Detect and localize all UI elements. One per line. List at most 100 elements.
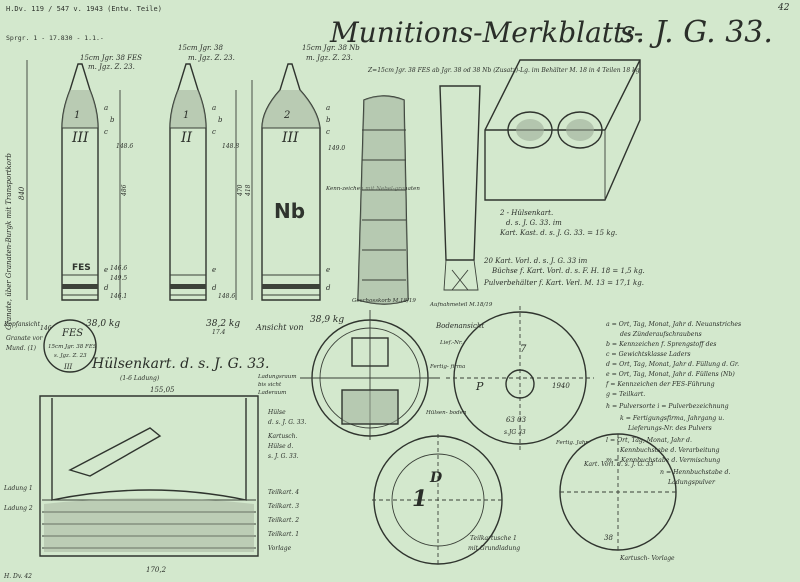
svg-text:a: a — [326, 104, 330, 112]
svg-text:148.6: 148.6 — [218, 293, 235, 300]
svg-text:148.6: 148.6 — [116, 143, 133, 150]
svg-text:486: 486 — [121, 184, 128, 197]
svg-text:g = Teilkart.: g = Teilkart. — [606, 391, 645, 398]
ref-second: Sprgr. 1 - 17.830 - 1.1.- — [6, 34, 104, 42]
svg-text:Ladungspulver: Ladungspulver — [667, 479, 716, 486]
ansicht-rect — [351, 337, 389, 367]
svg-text:Kennbuchstabe d. Verarbeitung: Kennbuchstabe d. Verarbeitung — [619, 447, 720, 454]
svg-text:f = Kennzeichen der FES-Führun: f = Kennzeichen der FES-Führung — [605, 381, 715, 388]
svg-text:d: d — [326, 284, 331, 292]
svg-text:Lieferungs-Nr. des Pulvers: Lieferungs-Nr. des Pulvers — [627, 425, 712, 432]
svg-text:Laderaum: Laderaum — [257, 390, 286, 396]
svg-text:l = Ort, Tag, Monat, Jahr d.: l = Ort, Tag, Monat, Jahr d. — [606, 437, 692, 444]
svg-text:b: b — [218, 116, 223, 124]
svg-text:b: b — [326, 116, 331, 124]
svg-text:148.8: 148.8 — [222, 143, 239, 150]
svg-text:Kart. Vorl. d. s. J. G. 33: Kart. Vorl. d. s. J. G. 33 — [583, 461, 654, 468]
left-dim-value: 840 — [18, 186, 26, 200]
shell-2-weight: 38,2 kg — [206, 319, 240, 329]
svg-text:Mund. (1): Mund. (1) — [5, 345, 37, 352]
shell-1-number: 1 — [74, 110, 80, 121]
box-casing-2 — [557, 111, 603, 149]
shell-3-number: 2 — [283, 110, 290, 121]
casing-arm — [68, 427, 162, 477]
svg-text:Bodenansicht: Bodenansicht — [435, 322, 484, 330]
svg-text:1: 1 — [412, 486, 427, 512]
svg-text:146: 146 — [40, 325, 52, 332]
svg-text:d. s. J. G. 33.: d. s. J. G. 33. — [268, 419, 306, 426]
svg-text:15cm Jgr. 38 FES: 15cm Jgr. 38 FES — [48, 344, 97, 350]
svg-text:mit Grundladung: mit Grundladung — [468, 545, 520, 552]
svg-text:17.4: 17.4 — [212, 329, 226, 336]
shell-3-fuze: m. Jgz. Z. 23. — [306, 54, 353, 62]
shell-1-band — [62, 284, 98, 289]
box-second-1: 20 Kart. Vorl. d. s. J. G. 33 im — [483, 257, 588, 265]
footer-ref: H. Dv. 42 — [3, 573, 32, 580]
svg-text:c: c — [104, 128, 108, 136]
svg-text:63 03: 63 03 — [506, 416, 527, 424]
svg-text:149.5: 149.5 — [110, 275, 127, 282]
svg-text:Ladung 1: Ladung 1 — [3, 485, 33, 492]
svg-text:146.6: 146.6 — [110, 265, 127, 272]
casing-width: 155,05 — [150, 386, 175, 394]
svg-text:s. J. G. 33.: s. J. G. 33. — [268, 453, 299, 460]
svg-text:d = Ort, Tag, Monat, Jahr d. F: d = Ort, Tag, Monat, Jahr d. Füllung d. … — [606, 361, 739, 368]
svg-text:Hülse: Hülse — [267, 409, 286, 416]
tube-label: Geschosskorb M.18/19 — [352, 298, 416, 304]
svg-text:FES: FES — [61, 328, 83, 339]
svg-text:38: 38 — [604, 534, 613, 542]
shell-3-heading: 15cm Jgr. 38 Nb — [302, 44, 360, 52]
shell-2-fuze: m. Jgz. Z. 23. — [188, 54, 235, 62]
svg-text:Teilkart. 3: Teilkart. 3 — [268, 503, 299, 510]
svg-text:Teilkart. 4: Teilkart. 4 — [268, 489, 299, 496]
fes-circle — [43, 319, 97, 373]
shell-1-weight: 38,0 kg — [86, 319, 120, 329]
page-corner: 42 — [777, 3, 790, 13]
legend: a = Ort, Tag, Monat, Jahr d. Neuanstrich… — [605, 321, 741, 486]
svg-text:Kopfansicht: Kopfansicht — [3, 321, 41, 328]
shell-2: 15cm Jgr. 38 m. Jgz. Z. 23. 1 II a b c e… — [169, 44, 244, 329]
svg-text:d: d — [104, 284, 109, 292]
svg-text:470: 470 — [237, 184, 244, 197]
svg-text:bis sicht: bis sicht — [258, 382, 282, 388]
svg-text:1940: 1940 — [552, 382, 570, 390]
svg-text:Kartusch.: Kartusch. — [267, 433, 298, 440]
svg-text:D: D — [429, 470, 443, 486]
casing-title: Hülsenkart. d. s. J. G. 33. — [91, 356, 269, 372]
svg-text:Teilkart. 2: Teilkart. 2 — [268, 517, 299, 524]
svg-text:d: d — [212, 284, 217, 292]
svg-text:146.1: 146.1 — [110, 293, 127, 300]
svg-text:n = Hennbuchstabe d.: n = Hennbuchstabe d. — [660, 469, 730, 476]
svg-text:Vorlage: Vorlage — [268, 545, 292, 552]
svg-text:s.JG 33: s.JG 33 — [504, 429, 526, 436]
svg-text:c: c — [212, 128, 216, 136]
casing-outline — [39, 395, 259, 557]
svg-text:Hülsen- boden: Hülsen- boden — [425, 410, 467, 416]
svg-text:Fertig- firma: Fertig- firma — [429, 364, 465, 370]
svg-text:149.0: 149.0 — [328, 145, 345, 152]
svg-text:e: e — [212, 266, 216, 274]
casing-base: 170,2 — [146, 566, 167, 574]
svg-text:Lief.-Nr.: Lief.-Nr. — [439, 340, 463, 346]
shell-1-roman: III — [71, 130, 89, 146]
svg-text:Kartusch- Vorlage: Kartusch- Vorlage — [619, 555, 675, 562]
casing-section: Hülsenkart. d. s. J. G. 33. (1-6 Ladung)… — [3, 356, 306, 580]
svg-text:b = Kennzeichen f. Sprengstoff: b = Kennzeichen f. Sprengstoff des — [606, 341, 716, 348]
svg-text:e: e — [326, 266, 330, 274]
box-line-3: Kart. Kast. d. s. J. G. 33. = 15 kg. — [499, 229, 617, 237]
svg-text:418: 418 — [245, 184, 252, 197]
box-line-1: 2 - Hülsenkart. — [499, 209, 553, 217]
tube2-label: Aufnahmeteil M.18/19 — [429, 302, 493, 308]
svg-text:des Zünderaufschraubens: des Zünderaufschraubens — [620, 331, 702, 338]
shell-3-roman: III — [281, 130, 299, 146]
shell-3-mark: Nb — [274, 199, 305, 223]
svg-text:m = Kennbuchstabe d. Vermischu: m = Kennbuchstabe d. Vermischung — [606, 457, 720, 464]
svg-text:k = Fertigungsfirma, Jahrgang: k = Fertigungsfirma, Jahrgang u. — [620, 415, 724, 422]
shell-1-heading: 15cm Jgr. 38 FES — [80, 54, 142, 62]
view-teilkart: D 1 Teilkartusche 1 mit Grundladung — [372, 434, 520, 566]
svg-text:h = Pulversorte i = Pulverbe: h = Pulversorte i = Pulverbezeichnung — [606, 403, 729, 410]
svg-text:III: III — [63, 363, 73, 371]
shell-3-weight: 38,9 kg — [310, 315, 344, 325]
